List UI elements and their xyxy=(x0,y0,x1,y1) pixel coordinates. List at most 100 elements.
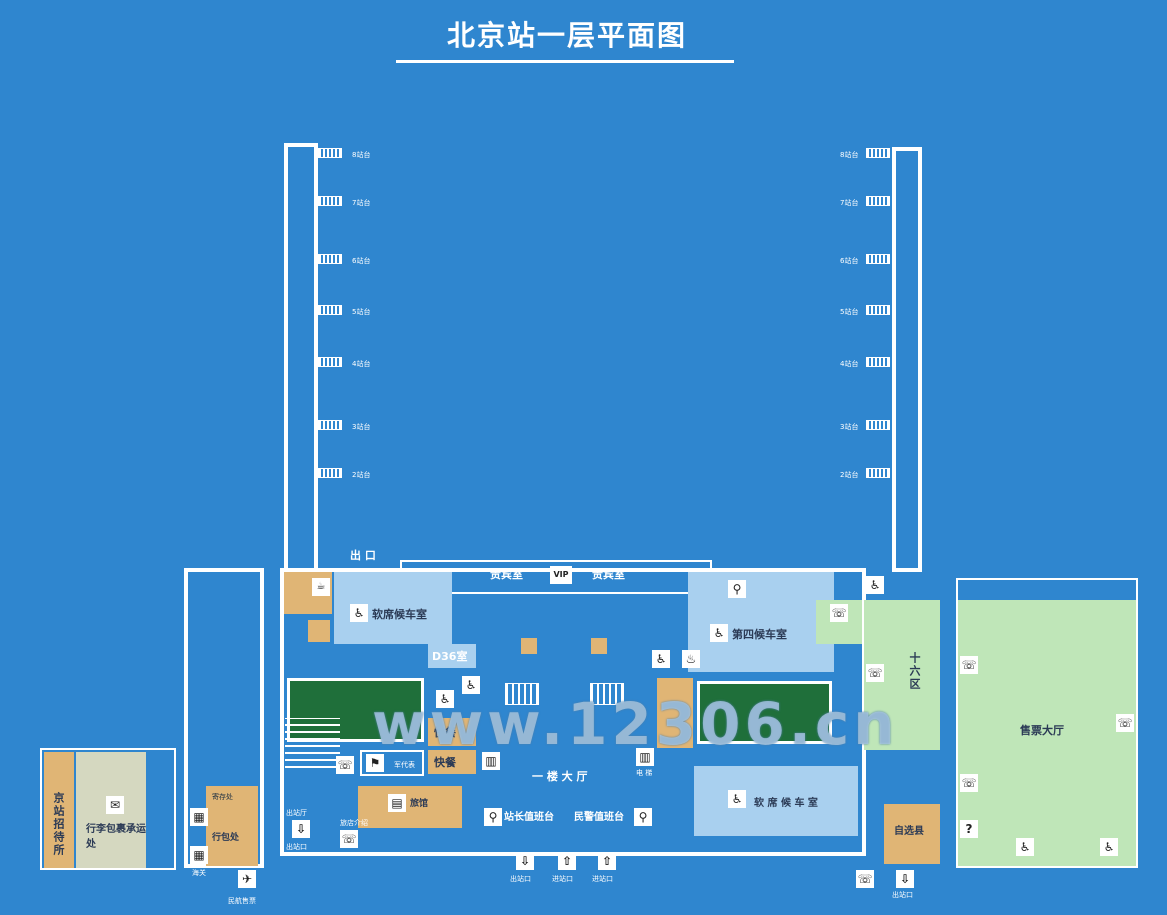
right-platform-stairs-4 xyxy=(866,305,890,315)
ticket-hall xyxy=(958,600,1136,866)
restroom-icon-hall-2: ♿ xyxy=(1100,838,1118,856)
right-platform-label-2: 7站台 xyxy=(840,199,859,207)
right-platform-stairs-6 xyxy=(866,420,890,430)
restroom-icon-4: ♿ xyxy=(866,576,884,594)
hotel-intro-icon: ☏ xyxy=(340,830,358,848)
customs-icon-2: ▦ xyxy=(190,846,208,864)
left-platform-stairs-7 xyxy=(318,468,342,478)
left-baggage xyxy=(206,786,258,866)
water-icon: ♨ xyxy=(682,650,700,668)
info-icon: ☏ xyxy=(830,604,848,622)
exit-hall-icon: ⇩ xyxy=(292,820,310,838)
right-platform-label-3: 6站台 xyxy=(840,257,859,265)
station-master-icon: ⚲ xyxy=(484,808,502,826)
right-platform-stairs-2 xyxy=(866,196,890,206)
restroom-icon-hall-1: ♿ xyxy=(1016,838,1034,856)
pillar-marker-1 xyxy=(521,638,537,654)
left-baggage-label: 行包处 xyxy=(212,833,240,843)
left-platform-label-7: 2站台 xyxy=(352,471,371,479)
entry-bottom-icon-2: ⇧ xyxy=(598,852,616,870)
left-wing-column xyxy=(184,568,264,868)
right-platform-corridor xyxy=(892,147,922,572)
zone-16-icon: ☏ xyxy=(866,664,884,682)
customs-icon-1: ▦ xyxy=(190,808,208,826)
exit-bottom-label: 出站口 xyxy=(510,875,531,883)
soft-bottom-seat-icon: ♿ xyxy=(728,790,746,808)
entry-bottom-label-2: 进站口 xyxy=(592,875,613,883)
police-label: 民警值班台 xyxy=(574,812,624,823)
hostel-label: 京站招待所 xyxy=(52,792,65,857)
vip-room-1: 贵宾室 xyxy=(490,568,523,581)
station-master-label: 站长值班台 xyxy=(504,812,554,823)
luggage-icon: ✉ xyxy=(106,796,124,814)
ticket-desk-icon: ⚲ xyxy=(728,580,746,598)
exit-bottom-icon: ⇩ xyxy=(516,852,534,870)
police-icon: ⚲ xyxy=(634,808,652,826)
ticket-office-icon: ☏ xyxy=(336,756,354,774)
ticket-hall-icon-2: ☏ xyxy=(1116,714,1134,732)
fast-food-1 xyxy=(428,718,476,746)
ticket-hall-border xyxy=(956,578,1138,868)
airline-label: 民航售票 xyxy=(228,897,256,905)
small-shop xyxy=(657,678,693,748)
right-info-icon: ☏ xyxy=(856,870,874,888)
left-platform-stairs-5 xyxy=(318,357,342,367)
luggage-office-label: 行李包裹承运处 xyxy=(86,824,146,850)
right-exit-label: 出站口 xyxy=(892,891,913,899)
watermark: www.12306.cn xyxy=(372,690,899,758)
right-platform-label-6: 3站台 xyxy=(840,423,859,431)
right-exit-icon: ⇩ xyxy=(896,870,914,888)
vip-room-2: 贵宾室 xyxy=(592,568,625,581)
left-platform-label-3: 6站台 xyxy=(352,257,371,265)
left-platform-stairs-2 xyxy=(318,196,342,206)
ticket-hall-icon-3: ☏ xyxy=(960,774,978,792)
left-platform-label-5: 4站台 xyxy=(352,360,371,368)
left-platform-stairs-3 xyxy=(318,254,342,264)
left-platform-label-2: 7站台 xyxy=(352,199,371,207)
right-platform-label-7: 2站台 xyxy=(840,471,859,479)
exit-hall-label: 出站厅 xyxy=(286,809,307,817)
military-office xyxy=(360,750,424,776)
fast-food-1-label: 快餐 xyxy=(434,726,456,739)
fast-food-2-label: 快餐 xyxy=(434,756,456,769)
right-platform-label-1: 8站台 xyxy=(840,151,859,159)
entry-bottom-icon: ⇧ xyxy=(558,852,576,870)
question-icon: ? xyxy=(960,820,978,838)
restroom-icon-3: ♿ xyxy=(652,650,670,668)
small-orange-room xyxy=(308,620,330,642)
shop-label: 自选县 xyxy=(894,826,924,837)
restaurant xyxy=(358,786,462,828)
room-036-label: D36室 xyxy=(432,650,468,663)
hostel xyxy=(44,752,74,868)
room-036 xyxy=(428,644,476,668)
fourth-waiting-room xyxy=(688,572,834,672)
soft-waiting-room-left-label: 软席候车室 xyxy=(372,608,427,621)
stairs-left xyxy=(285,718,340,768)
fourth-waiting-room-label: 第四候车室 xyxy=(732,628,787,641)
left-platform-corridor xyxy=(284,143,318,573)
right-platform-stairs-3 xyxy=(866,254,890,264)
soft-waiting-room-bottom-label: 软 席 候 车 室 xyxy=(754,798,818,809)
right-platform-stairs-7 xyxy=(866,468,890,478)
escalator-left xyxy=(505,683,539,705)
title-underline xyxy=(396,60,734,63)
pillar-marker-2 xyxy=(591,638,607,654)
elevator-icon: ▥ xyxy=(482,752,500,770)
fast-food-2 xyxy=(428,750,476,774)
main-hall-label: 一 楼 大 厅 xyxy=(532,770,588,783)
coffee-icon: ☕ xyxy=(312,578,330,596)
left-platform-label-6: 3站台 xyxy=(352,423,371,431)
ticket-hall-label: 售票大厅 xyxy=(1020,724,1064,737)
right-platform-stairs-1 xyxy=(866,148,890,158)
storage-label: 寄存处 xyxy=(212,793,233,801)
fourth-room-seat-icon: ♿ xyxy=(710,624,728,642)
right-platform-stairs-5 xyxy=(866,357,890,367)
outer-left-building xyxy=(40,748,176,870)
left-platform-label-4: 5站台 xyxy=(352,308,371,316)
restroom-icon-2: ♿ xyxy=(462,676,480,694)
ticket-hall-icon-1: ☏ xyxy=(960,656,978,674)
right-platform-label-4: 5站台 xyxy=(840,308,859,316)
restaurant-icon: ▤ xyxy=(388,794,406,812)
left-platform-stairs-1 xyxy=(318,148,342,158)
left-platform-stairs-6 xyxy=(318,420,342,430)
